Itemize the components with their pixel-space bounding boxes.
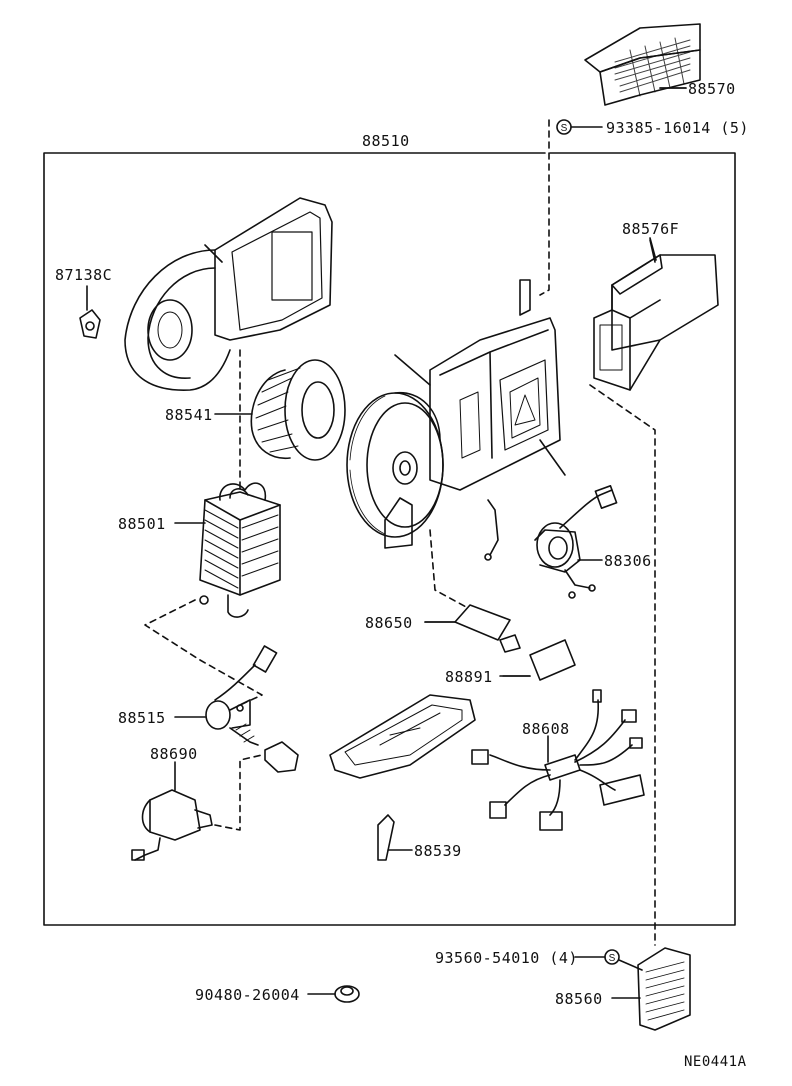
- vent-88560: [611, 947, 691, 1031]
- label-diagram-code: NE0441A: [684, 1054, 747, 1070]
- leader-dashed-duct: [589, 384, 656, 946]
- heater-core-88501: [174, 482, 281, 618]
- screw-marker-top: S: [556, 119, 603, 135]
- label-screw-top: 93385-16014 (5): [606, 119, 749, 137]
- leader-dashed-top: [539, 119, 550, 296]
- label-88515: 88515: [118, 709, 166, 727]
- water-valve-88515: [174, 645, 299, 773]
- label-assembly: 88510: [362, 132, 410, 150]
- blower-housing-upper: [124, 197, 333, 391]
- leader-dashed-core: [144, 599, 263, 706]
- duct-88576f: [593, 239, 719, 391]
- svg-text:S: S: [561, 123, 568, 134]
- label-88539: 88539: [414, 842, 462, 860]
- leader-88576f: [649, 237, 657, 261]
- label-screw-bottom: 93560-54010 (4): [435, 949, 578, 967]
- label-88608: 88608: [522, 720, 570, 738]
- vent-grille-88570: [584, 23, 701, 106]
- label-88570: 88570: [688, 80, 736, 98]
- clip-87138c: [79, 285, 101, 339]
- label-88501: 88501: [118, 515, 166, 533]
- leader-screw-vent: [618, 959, 643, 971]
- svg-text:S: S: [609, 953, 616, 964]
- blower-fan-88541: [214, 359, 346, 461]
- leader-dashed-resistor: [429, 529, 469, 609]
- assembly-frame: [43, 152, 736, 926]
- label-88576f: 88576F: [622, 220, 680, 238]
- drain-tray: [329, 694, 476, 779]
- label-88306: 88306: [604, 552, 652, 570]
- wire-harness-88608: [471, 689, 645, 831]
- grommet-90480: [307, 985, 360, 1003]
- label-grommet: 90480-26004: [195, 986, 300, 1004]
- label-87138c: 87138C: [55, 266, 113, 284]
- thermistor-88891: [499, 634, 576, 681]
- leader-dashed-cable: [214, 754, 263, 831]
- drain-hose-88539: [377, 814, 413, 861]
- label-88541: 88541: [165, 406, 213, 424]
- control-cable-88690: [131, 761, 213, 861]
- screw-marker-bottom: S: [574, 949, 620, 965]
- blower-case-main: [346, 279, 566, 549]
- servo-motor-88306: [484, 485, 618, 599]
- label-88891: 88891: [445, 668, 493, 686]
- label-88560: 88560: [555, 990, 603, 1008]
- label-88650: 88650: [365, 614, 413, 632]
- label-88690: 88690: [150, 745, 198, 763]
